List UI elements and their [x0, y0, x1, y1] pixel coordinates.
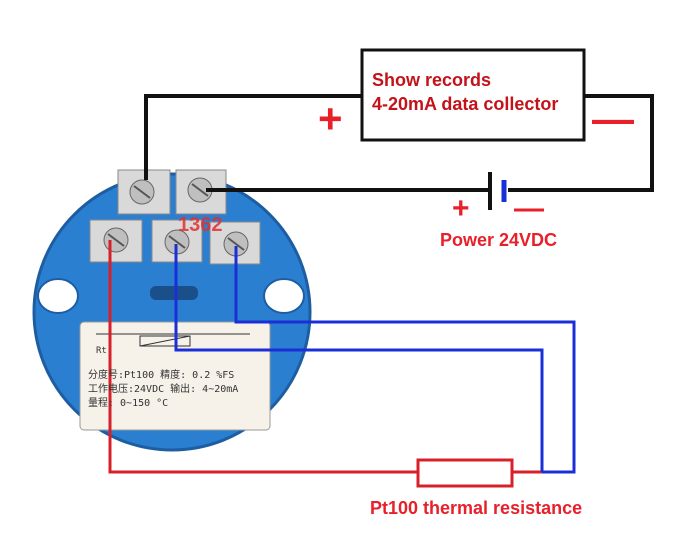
- collector-plus-sign: +: [318, 95, 343, 142]
- wire-red-sensor: [108, 240, 418, 474]
- battery-minus-sign: —: [514, 192, 544, 225]
- plate-rt-label: Rt: [96, 346, 107, 356]
- transmitter-code: 1362: [178, 214, 223, 236]
- wire-blue-outer: [234, 246, 576, 474]
- terminal-blocks: [89, 169, 261, 265]
- sensor-label: Pt100 thermal resistance: [370, 498, 583, 518]
- wire-collector-positive: [144, 94, 362, 180]
- collector-subtitle: 4-20mA data collector: [372, 94, 559, 114]
- pt100-resistor: [416, 458, 514, 488]
- wire-blue-inner: [174, 244, 544, 472]
- wire-collector-negative: [508, 94, 654, 192]
- collector-box: [360, 48, 586, 142]
- plate-range-row: 量程: 0~150 °C: [88, 398, 169, 409]
- battery-symbol: [488, 172, 507, 210]
- battery-plus-sign: +: [452, 192, 470, 225]
- power-label: Power 24VDC: [440, 230, 558, 250]
- collector-minus-sign: —: [592, 95, 634, 142]
- plate-spec-row: 分度号:Pt100 精度: 0.2 %FS: [88, 370, 235, 381]
- plate-voltage-row: 工作电压:24VDC 输出: 4~20mA: [88, 384, 239, 395]
- collector-title: Show records: [372, 70, 492, 90]
- transmitter-body: [32, 172, 312, 452]
